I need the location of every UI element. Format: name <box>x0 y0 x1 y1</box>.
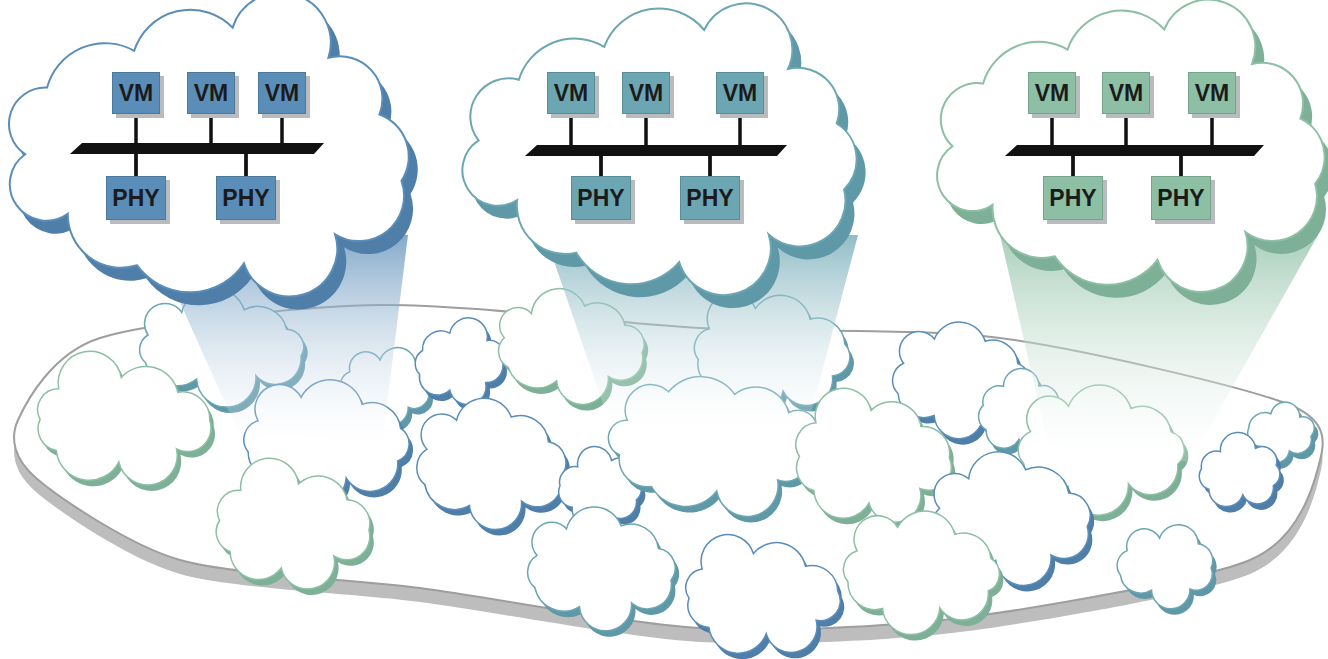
box-label: PHY <box>577 187 624 210</box>
cloud <box>1117 525 1213 609</box>
box-label: VM <box>119 82 154 105</box>
box-label: VM <box>265 82 300 105</box>
vm-box: VM <box>1102 72 1150 114</box>
bus-link <box>136 114 282 176</box>
box-label: VM <box>1109 82 1144 105</box>
box-label: VM <box>1035 82 1070 105</box>
vm-box: VM <box>112 72 160 114</box>
bus-link <box>211 114 246 176</box>
cloud <box>937 0 1324 292</box>
box-label: PHY <box>1049 187 1096 210</box>
box-label: PHY <box>1157 187 1204 210</box>
virtual-network-clouds <box>9 0 1328 309</box>
bus-link <box>1073 114 1126 176</box>
bus-link <box>646 114 710 176</box>
box-label: PHY <box>222 187 269 210</box>
cloud <box>843 511 999 635</box>
phy-box: PHY <box>1151 176 1211 220</box>
phy-box: PHY <box>571 176 631 220</box>
vm-box: VM <box>187 72 235 114</box>
bus-link <box>1073 114 1212 176</box>
bus-link <box>571 114 601 176</box>
cloud <box>528 507 676 631</box>
cloud <box>38 351 211 485</box>
phy-box: PHY <box>106 176 166 220</box>
bus-link <box>1052 114 1181 176</box>
cloud <box>417 398 566 529</box>
cloud <box>462 3 856 295</box>
box-label: VM <box>629 82 664 105</box>
box-label: VM <box>1195 82 1230 105</box>
bus-link <box>1181 114 1212 176</box>
cloud <box>686 535 841 654</box>
phy-box: PHY <box>1043 176 1103 220</box>
vm-box: VM <box>258 72 306 114</box>
bus-link <box>1126 114 1181 176</box>
bus-link <box>710 114 740 176</box>
phy-box: PHY <box>216 176 276 220</box>
bus-link <box>601 114 646 176</box>
phy-box: PHY <box>680 176 740 220</box>
box-label: PHY <box>112 187 159 210</box>
box-label: PHY <box>686 187 733 210</box>
vm-box: VM <box>1188 72 1236 114</box>
vm-box: VM <box>716 72 764 114</box>
cloud <box>216 458 370 589</box>
cloud <box>415 318 504 405</box>
cloud <box>1199 432 1280 506</box>
bus-link <box>136 114 211 176</box>
cloud <box>796 388 951 522</box>
bus-link <box>571 114 710 176</box>
box-label: VM <box>554 82 589 105</box>
bus-link <box>246 114 282 176</box>
vm-box: VM <box>1028 72 1076 114</box>
bus-link <box>1052 114 1073 176</box>
bus-link <box>136 114 246 176</box>
box-label: VM <box>723 82 758 105</box>
box-label: VM <box>194 82 229 105</box>
bus-link <box>601 114 740 176</box>
vm-box: VM <box>547 72 595 114</box>
vm-box: VM <box>622 72 670 114</box>
cloud <box>9 0 409 296</box>
